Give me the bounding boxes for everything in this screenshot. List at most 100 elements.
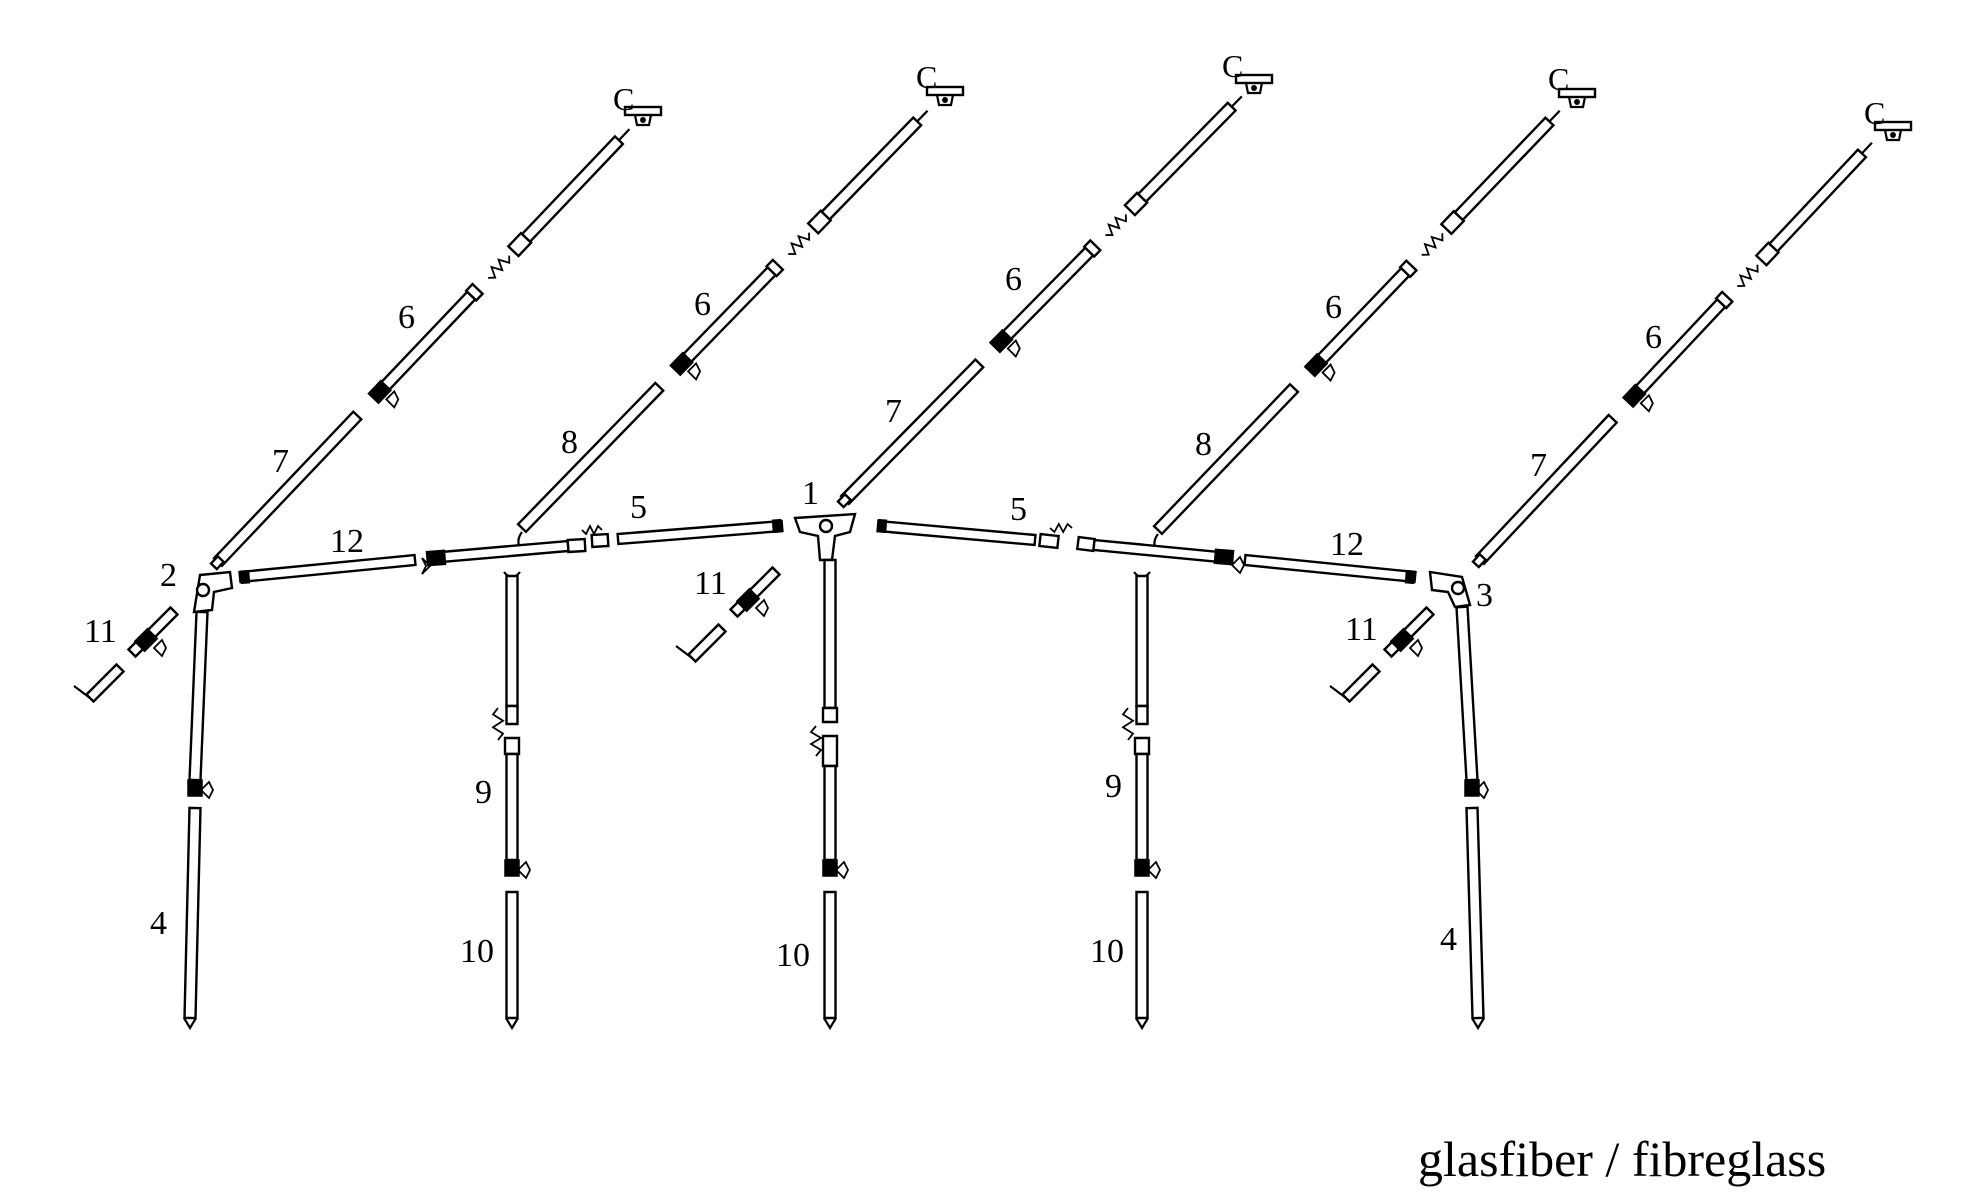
label-12: 12 — [1330, 526, 1364, 563]
clamp-block — [771, 518, 783, 534]
label-6: 6 — [1645, 319, 1662, 356]
tip-pin-icon — [618, 128, 631, 141]
tension-arm-11-center — [686, 622, 728, 664]
label-4: 4 — [1440, 921, 1457, 958]
c-rail-clip-icon — [640, 117, 646, 123]
label-11: 11 — [694, 565, 727, 602]
c-rail-clip-icon — [1567, 96, 1587, 109]
clamp-block — [1464, 779, 1480, 797]
c-rail-clip-icon — [1557, 87, 1597, 99]
label-9: 9 — [475, 774, 492, 811]
wall-pole-4-left — [183, 806, 202, 1020]
label-11: 11 — [84, 613, 117, 650]
spring-icon — [488, 255, 511, 279]
tip-pin-icon — [1230, 95, 1243, 108]
c-rail-clip-icon — [623, 105, 663, 117]
corner-bolt-icon — [195, 582, 211, 598]
clamp-block — [239, 569, 251, 585]
upright-9-right-upper — [1135, 574, 1149, 708]
joint-sleeve — [505, 704, 519, 726]
corner-connector-2 — [192, 570, 234, 614]
arm-hook-icon — [675, 645, 693, 659]
ground-spike-icon — [1471, 1017, 1485, 1031]
part-labels: C C C C C 6 6 6 6 6 7 7 7 8 8 1 2 3 12 1… — [84, 48, 1885, 974]
label-5: 5 — [630, 489, 647, 526]
upright-10-left — [505, 890, 519, 1020]
clamp-block — [425, 549, 447, 567]
clamp-lever-icon — [1006, 339, 1021, 359]
label-10: 10 — [776, 937, 810, 974]
ground-spike-icon — [183, 1017, 197, 1031]
joint-sleeve — [1075, 535, 1097, 553]
ridge-tube-12-right — [1092, 538, 1232, 565]
upright-10-right — [1135, 890, 1149, 1020]
joint-sleeve — [764, 258, 785, 278]
label-c: C — [613, 81, 634, 117]
rafter-right-lower-tube — [1474, 413, 1619, 566]
label-c: C — [1548, 61, 1569, 97]
spring-icon — [1421, 233, 1444, 256]
joint-sleeve — [1714, 290, 1735, 310]
clamp-block — [735, 587, 761, 613]
c-rail-clip-icon — [1873, 120, 1913, 132]
upright-10-center — [823, 890, 837, 1020]
clamp-lever-icon — [421, 557, 432, 575]
label-11: 11 — [1345, 611, 1378, 648]
rafter-right-upper-tube — [1767, 147, 1868, 254]
ridge-tube-12-left-outer — [238, 553, 417, 584]
clamp-block — [876, 518, 888, 534]
clamp-lever-icon — [834, 860, 850, 880]
label-7: 7 — [885, 393, 902, 430]
joint-sleeve — [1135, 704, 1149, 726]
label-c: C — [916, 59, 937, 95]
clamp-block — [1621, 383, 1647, 409]
joint-sleeve — [1398, 259, 1419, 279]
label-7: 7 — [1530, 447, 1547, 484]
corner-bolt-icon — [1450, 580, 1466, 596]
joint-sleeve — [590, 532, 610, 549]
clamp-block — [988, 328, 1014, 354]
clamp-lever-icon — [1408, 638, 1424, 658]
label-9: 9 — [1105, 768, 1122, 805]
end-cap-icon — [836, 492, 853, 509]
apex-bolt-icon — [818, 518, 834, 534]
tension-arm-11-left-short — [126, 605, 180, 659]
clamp-block — [822, 859, 838, 877]
clamp-block — [1213, 548, 1235, 566]
c-rail-clip-icon — [925, 85, 965, 97]
clamp-lever-icon — [1321, 363, 1336, 383]
clamp-lever-icon — [1474, 780, 1490, 800]
upright-9-center — [823, 764, 837, 862]
clamp-block — [367, 379, 392, 405]
tip-pin-icon — [916, 109, 929, 123]
clamp-block — [669, 351, 694, 377]
clamp-lever-icon — [1146, 860, 1162, 880]
clamp-block — [133, 627, 159, 653]
ridge-tube-12-left — [428, 539, 570, 565]
clamp-lever-icon — [1230, 555, 1246, 575]
wall-pole-4-right-upper — [1455, 605, 1479, 782]
clamp-lever-icon — [686, 361, 702, 381]
spring-icon — [809, 725, 823, 757]
clamp-lever-icon — [152, 638, 168, 658]
label-12: 12 — [330, 523, 364, 560]
joint-sleeve — [1082, 238, 1102, 259]
clamp-lever-icon — [385, 389, 400, 409]
c-rail-clip-icon — [1234, 73, 1274, 85]
joint-sleeve — [821, 706, 839, 724]
label-c: C — [1864, 95, 1885, 131]
rafter-left-center-upper-tube — [820, 115, 923, 222]
label-2: 2 — [160, 557, 177, 594]
frame-parts — [73, 73, 1913, 1031]
joint-sleeve — [464, 282, 485, 303]
wall-pole-4-left-upper — [188, 610, 209, 782]
joint-sleeve — [503, 736, 521, 756]
rafter-center-lower-tube — [839, 357, 985, 506]
tip-pin-icon — [1861, 141, 1873, 155]
c-rail-clip-icon — [1890, 132, 1896, 138]
label-6: 6 — [398, 299, 415, 336]
tip-pin-icon — [1548, 109, 1561, 123]
end-cap-icon — [1471, 552, 1488, 569]
spring-icon — [1737, 264, 1759, 287]
